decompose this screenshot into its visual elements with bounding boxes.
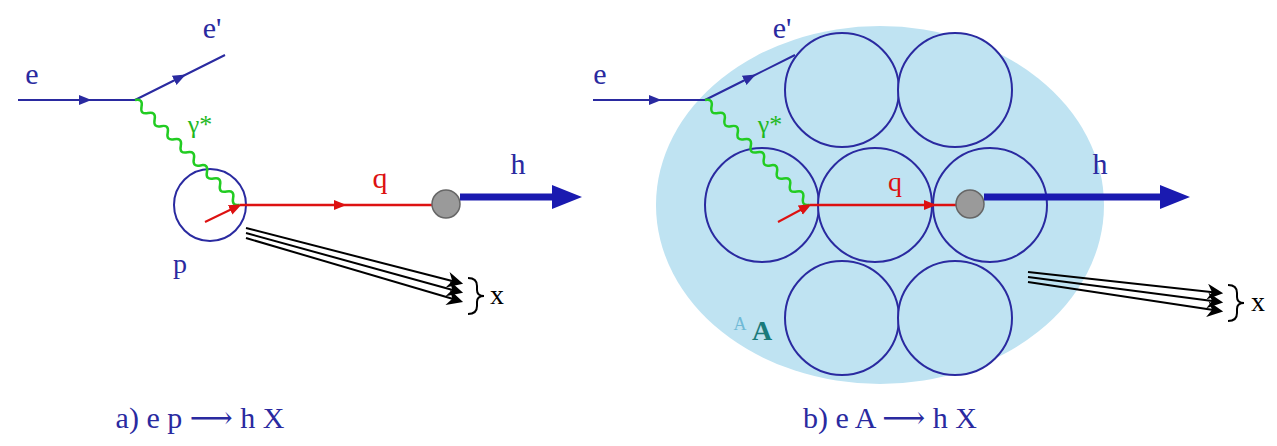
particle-label: e' — [203, 13, 222, 43]
particle-label: e — [593, 59, 606, 89]
scattered-electron-line — [135, 55, 225, 100]
panel-caption: a) e p ⟶ h X — [116, 403, 285, 433]
brace — [468, 278, 484, 314]
quark-label: q — [888, 168, 902, 196]
particle-label: p — [173, 250, 187, 278]
brace — [1228, 285, 1244, 321]
remnant-line — [246, 228, 460, 283]
remnant-line — [246, 233, 460, 292]
hadron-label: h — [1093, 149, 1108, 179]
photon-label: γ* — [758, 112, 783, 138]
hadronization-blob — [432, 190, 460, 218]
quark-label: q — [373, 163, 388, 193]
electron-line — [593, 99, 705, 101]
nucleon — [785, 261, 899, 375]
hadronization-blob — [956, 190, 984, 218]
remnant-line — [246, 238, 460, 301]
photon-label: γ* — [188, 112, 213, 138]
nucleon — [785, 33, 899, 147]
incoming-quark — [778, 207, 806, 222]
struck-quark-line — [240, 204, 432, 207]
electron-line — [18, 99, 135, 101]
particle-label: e — [25, 59, 38, 89]
nucleon — [898, 33, 1012, 147]
proton-circle: p — [173, 168, 247, 242]
nucleus-region-outline — [655, 25, 1105, 385]
struck-quark-line — [810, 204, 957, 207]
remnant-lines — [246, 228, 460, 301]
hadron-arrow — [984, 194, 1164, 201]
nucleon — [705, 148, 819, 262]
hadron-label: h — [511, 149, 526, 179]
remnant-label: x — [1251, 288, 1265, 316]
nucleon — [898, 261, 1012, 375]
circle-shape — [174, 169, 246, 241]
ellipse-shape — [656, 26, 1104, 384]
photon-wave — [133, 98, 243, 208]
proton-circle-outline — [173, 168, 247, 242]
hadron-arrowhead — [1160, 185, 1190, 209]
hadron-arrowhead — [552, 185, 582, 209]
hadron-arrow — [460, 194, 556, 201]
panel-caption: b) e A ⟶ h X — [803, 403, 977, 433]
nucleus-region: AA — [655, 25, 1105, 385]
particle-label: e' — [773, 13, 792, 43]
nucleus-label: A — [752, 317, 772, 345]
nucleus-label: A — [734, 315, 747, 333]
incoming-quark — [205, 207, 236, 222]
remnant-label: x — [490, 281, 504, 309]
